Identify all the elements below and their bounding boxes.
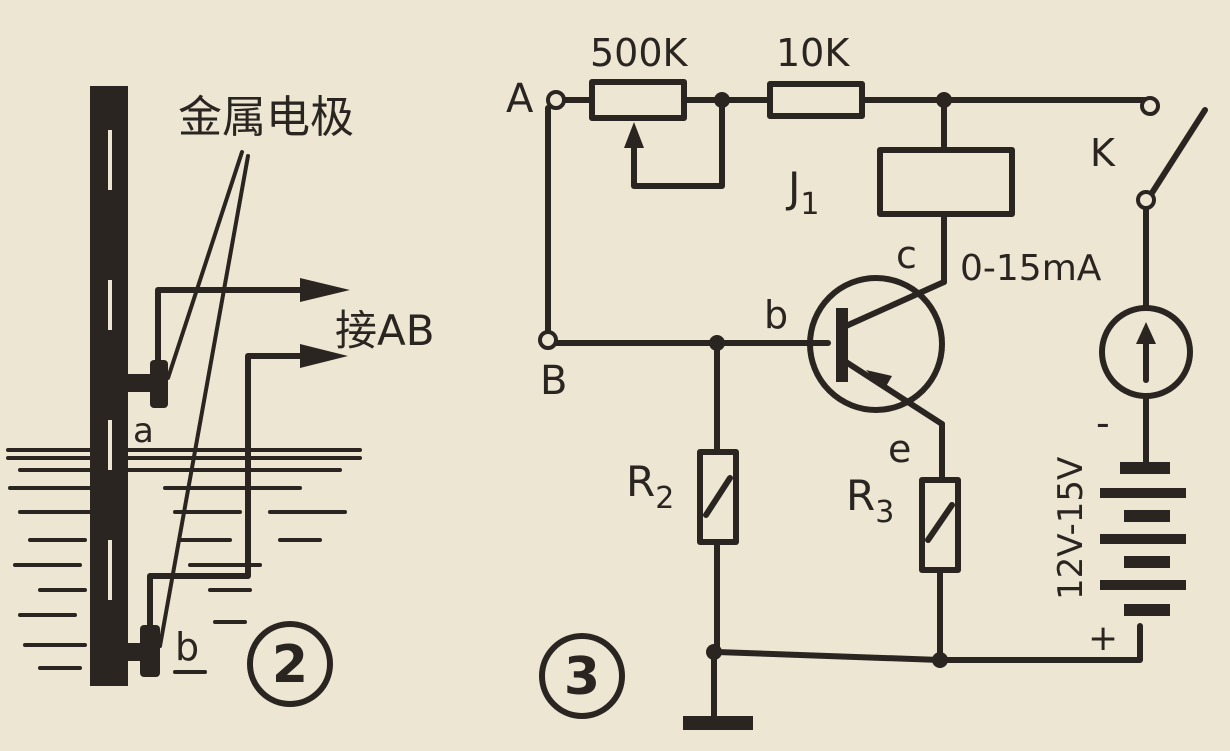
terminal-b bbox=[538, 330, 558, 350]
wire-a-arrow bbox=[300, 278, 350, 302]
point-b-label: b bbox=[175, 625, 199, 669]
base-label: b bbox=[764, 293, 788, 337]
collector-label: c bbox=[896, 233, 917, 277]
terminal-a-label: A bbox=[506, 76, 534, 122]
transistor-body bbox=[807, 275, 945, 413]
connect-ab-label: 接AB bbox=[335, 306, 435, 355]
r2-label: R2 bbox=[626, 457, 674, 516]
emitter-label: e bbox=[888, 427, 911, 471]
terminal-k-bottom bbox=[1136, 190, 1156, 210]
wire-from-a bbox=[155, 287, 308, 375]
water-body bbox=[6, 448, 362, 670]
pot-value-label: 500K bbox=[590, 31, 689, 75]
junction-ground bbox=[706, 644, 722, 660]
r3-label: R3 bbox=[846, 471, 894, 530]
electrode-leader-lines bbox=[158, 150, 250, 648]
relay-j1-coil bbox=[877, 147, 1015, 217]
switch-k-blade bbox=[1147, 107, 1208, 199]
pot-wiper-wire bbox=[631, 97, 725, 189]
transistor-collector-lead bbox=[843, 279, 947, 329]
npn-transistor bbox=[807, 275, 947, 427]
wire-b-arrow bbox=[300, 344, 348, 368]
electrode-b-cap bbox=[140, 625, 160, 677]
electrode-label: 金属电极 bbox=[178, 92, 354, 143]
junction-pot bbox=[714, 92, 730, 108]
r2-subscript: 2 bbox=[655, 481, 674, 516]
junction-base bbox=[709, 335, 725, 351]
terminal-b-label: B bbox=[540, 358, 567, 404]
junction-r3 bbox=[932, 652, 948, 668]
point-a-label: a bbox=[133, 411, 154, 451]
figure-3: A B 500K 10K J1 K c b e 0-15mA R2 R3 12V… bbox=[506, 31, 1208, 730]
pot-wiper-arrow bbox=[624, 122, 644, 148]
battery-minus-label: - bbox=[1096, 401, 1110, 445]
resistor-10k-label: 10K bbox=[776, 31, 850, 75]
terminal-k-top bbox=[1140, 96, 1160, 116]
figure-3-number: 3 bbox=[564, 647, 600, 707]
r3-thermistor-slash bbox=[925, 502, 955, 543]
battery-voltage-label: 12V-15V bbox=[1051, 457, 1091, 600]
transistor-emitter-lead bbox=[843, 359, 945, 427]
junction-relay bbox=[936, 92, 952, 108]
relay-subscript: 1 bbox=[800, 187, 819, 222]
meter-range-label: 0-15mA bbox=[960, 248, 1102, 289]
battery-plus-label: + bbox=[1088, 618, 1118, 659]
terminal-a bbox=[546, 90, 566, 110]
bottom-rail bbox=[714, 623, 1143, 663]
resistor-10k bbox=[767, 81, 865, 119]
battery bbox=[1100, 462, 1186, 616]
switch-k-label: K bbox=[1090, 131, 1116, 175]
relay-label: J1 bbox=[785, 163, 819, 222]
electrode-a bbox=[128, 374, 154, 392]
figure-3-number-circle bbox=[539, 633, 625, 719]
figure-2-number: 2 bbox=[272, 635, 308, 695]
figure-2-number-circle bbox=[247, 621, 333, 707]
meter-needle-arrow bbox=[1136, 322, 1156, 344]
r2-thermistor-slash bbox=[703, 475, 733, 518]
ground-symbol bbox=[683, 716, 753, 730]
figure-2: 金属电极 接AB a b 2 bbox=[6, 86, 435, 707]
wire-from-b bbox=[147, 353, 311, 633]
electrode-a-cap bbox=[150, 360, 168, 408]
r3-subscript: 3 bbox=[875, 495, 894, 530]
transistor-emitter-arrow bbox=[866, 370, 892, 390]
potentiometer-500k bbox=[589, 79, 687, 121]
